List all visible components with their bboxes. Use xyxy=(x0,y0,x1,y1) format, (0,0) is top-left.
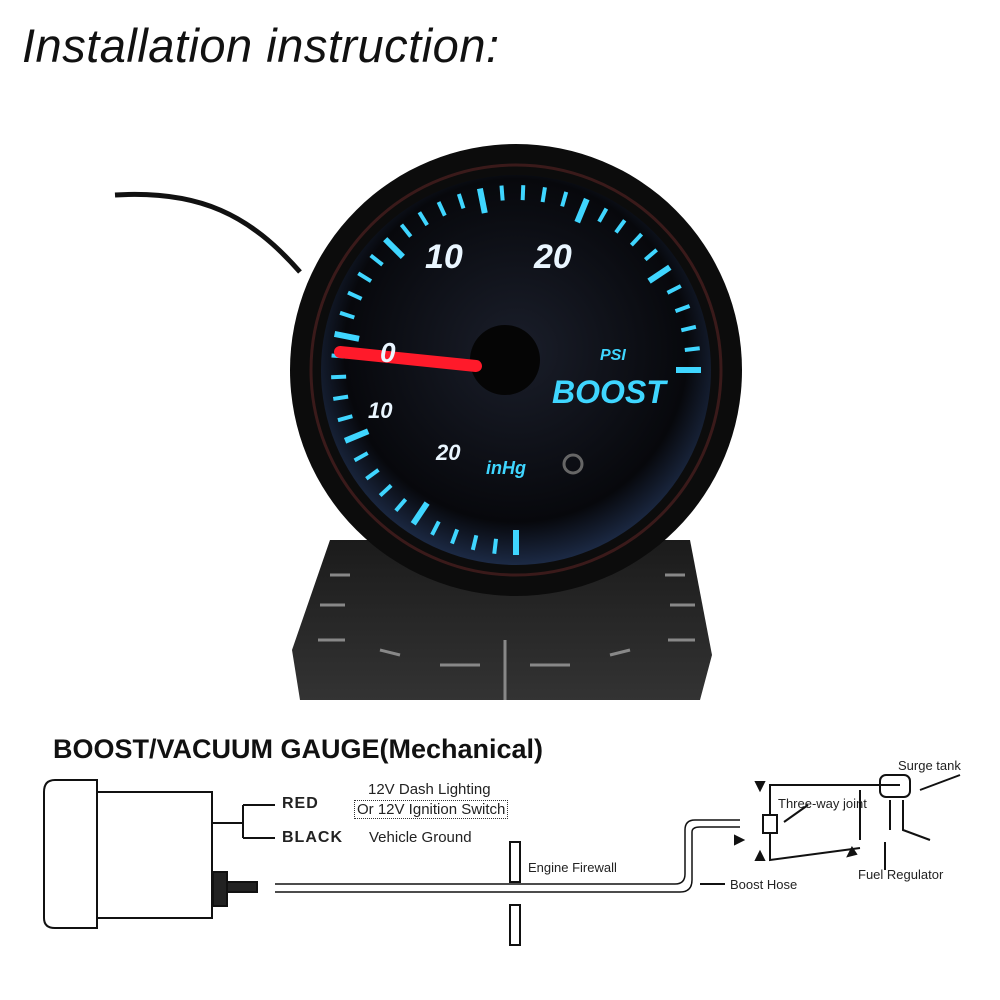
gauge-tick xyxy=(684,346,700,353)
gauge-tick xyxy=(394,497,408,512)
gauge-needle xyxy=(334,346,482,372)
diagram-title: BOOST/VACUUM GAUGE(Mechanical) xyxy=(53,734,544,764)
warning-light xyxy=(562,453,584,475)
gauge-tick xyxy=(674,304,691,314)
unit-psi: PSI xyxy=(600,347,626,364)
gauge-tick xyxy=(647,264,672,284)
gauge-tick xyxy=(383,237,405,259)
gauge-tick xyxy=(353,451,369,463)
firewall-label: Engine Firewall xyxy=(528,860,617,875)
gauge-tick xyxy=(450,528,460,545)
vac-tick-0: 0 xyxy=(380,337,396,368)
needle-hub xyxy=(470,325,540,395)
gauge-tick xyxy=(436,201,447,217)
gauge-tick xyxy=(492,538,499,554)
gauge-tick xyxy=(470,534,479,551)
gauge-tick xyxy=(499,185,505,201)
wiring-diagram xyxy=(43,774,961,946)
red-note-line1: 12V Dash Lighting xyxy=(368,781,491,798)
gauge-tick xyxy=(476,187,488,214)
boost-hose-label: Boost Hose xyxy=(730,877,798,892)
gauge-tick xyxy=(332,394,349,401)
gauge-tick xyxy=(540,186,547,203)
gauge-tick xyxy=(574,197,590,224)
fuel-regulator-label: Fuel Regulator xyxy=(858,867,944,882)
gauge-tick xyxy=(643,248,658,262)
gauge-stand xyxy=(292,540,712,700)
gauge-tick xyxy=(456,193,466,209)
gauge-tick xyxy=(333,330,360,342)
gauge-ticks xyxy=(331,185,701,555)
three-way-joint-label: Three-way joint xyxy=(778,796,867,811)
gauge-tick xyxy=(331,374,347,380)
gauge-tick xyxy=(520,185,526,201)
wire-red-label: RED xyxy=(282,795,319,812)
surge-tank-label: Surge tank xyxy=(898,758,961,773)
stand-slots xyxy=(318,573,695,700)
gauge-tick xyxy=(378,483,393,498)
page-title: Installation instruction: xyxy=(22,19,500,72)
gauge-tick xyxy=(399,223,413,238)
black-note: Vehicle Ground xyxy=(369,829,472,846)
gauge-tick xyxy=(365,468,380,481)
gauge-tick xyxy=(560,191,569,207)
gauge-tick xyxy=(614,219,627,234)
psi-tick-10: 10 xyxy=(425,238,463,276)
psi-tick-20: 20 xyxy=(533,238,572,276)
boost-label: BOOST xyxy=(552,374,668,410)
gauge-tick xyxy=(347,290,363,301)
firewall-hatch xyxy=(509,841,521,946)
gauge-tick xyxy=(430,520,441,536)
gauge-tick xyxy=(666,284,682,295)
gauge-tick xyxy=(680,324,697,333)
red-note-line2: Or 12V Ignition Switch xyxy=(354,800,509,819)
gauge-tick xyxy=(357,271,373,283)
vac-tick-20: 20 xyxy=(435,440,461,465)
gauge-tick xyxy=(597,207,609,223)
surge-tank-sketch xyxy=(879,774,911,798)
gauge-tick xyxy=(339,310,355,320)
gauge-tick xyxy=(410,501,430,526)
cable xyxy=(114,191,302,274)
gauge-tick xyxy=(417,211,429,227)
three-way-joint xyxy=(762,814,778,834)
wire-black-label: BLACK xyxy=(282,829,343,846)
unit-inhg: inHg xyxy=(486,458,526,478)
gauge-body-sketch xyxy=(43,779,213,929)
gauge-tick xyxy=(337,414,353,423)
gauge-tick xyxy=(343,428,370,444)
boost-hose xyxy=(275,819,740,893)
gauge-tick xyxy=(369,253,384,267)
vac-tick-10: 10 xyxy=(368,398,393,423)
gauge-tick xyxy=(629,232,644,247)
